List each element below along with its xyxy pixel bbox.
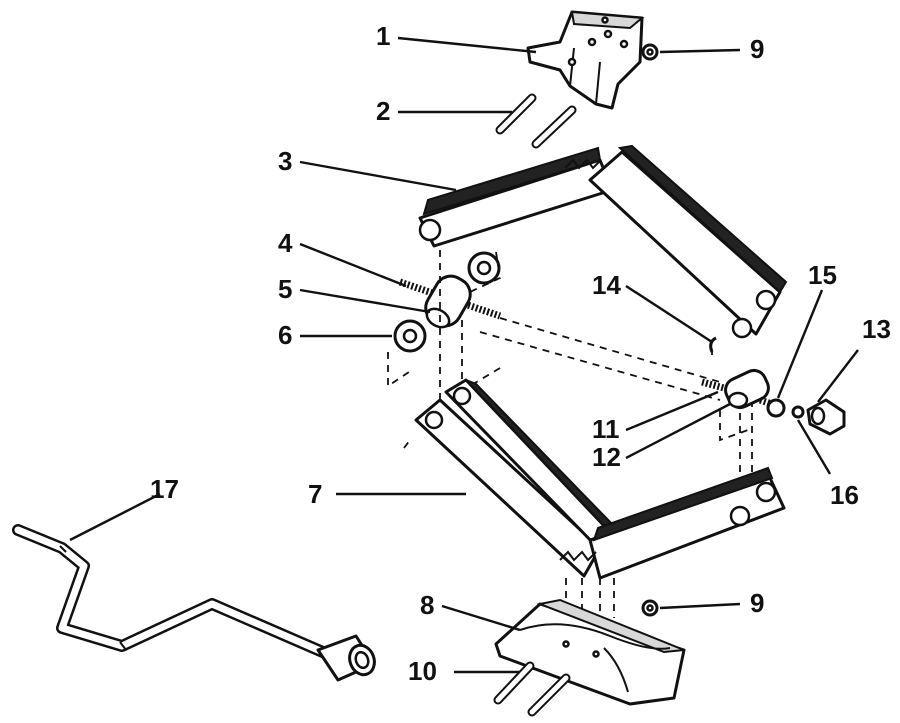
callout-1: 1 bbox=[376, 21, 390, 51]
crank-handle bbox=[12, 524, 376, 682]
lower-pins bbox=[493, 661, 571, 717]
callout-6: 6 bbox=[278, 320, 292, 350]
callout-3: 3 bbox=[278, 146, 292, 176]
upper-nut bbox=[641, 43, 659, 61]
callout-5: 5 bbox=[278, 274, 292, 304]
base-plate bbox=[494, 598, 686, 706]
lower-scissor-arms bbox=[414, 378, 786, 580]
top-saddle-bracket bbox=[526, 10, 645, 110]
callout-10: 10 bbox=[408, 656, 437, 686]
upper-scissor-arms bbox=[418, 144, 788, 339]
callout-4: 4 bbox=[278, 228, 293, 258]
end-fittings bbox=[701, 336, 846, 436]
assembly-guide-lines bbox=[387, 250, 753, 624]
callout-17: 17 bbox=[150, 474, 179, 504]
callout-14: 14 bbox=[592, 270, 621, 300]
lead-screw-assembly bbox=[393, 251, 502, 353]
callout-9-top: 9 bbox=[750, 34, 764, 64]
leader-lines bbox=[69, 36, 859, 674]
callout-15: 15 bbox=[808, 260, 837, 290]
callout-12: 12 bbox=[592, 442, 621, 472]
lower-nut bbox=[641, 599, 659, 617]
callout-11: 11 bbox=[592, 414, 620, 444]
callout-2: 2 bbox=[376, 96, 390, 126]
upper-pins bbox=[495, 93, 577, 149]
callout-8: 8 bbox=[420, 590, 434, 620]
callout-16: 16 bbox=[830, 480, 859, 510]
callout-9-bottom: 9 bbox=[750, 588, 764, 618]
callout-13: 13 bbox=[862, 314, 891, 344]
callout-7: 7 bbox=[308, 479, 322, 509]
callout-labels: 1 2 3 4 5 6 7 8 9 9 10 11 12 13 14 15 16… bbox=[150, 21, 891, 686]
